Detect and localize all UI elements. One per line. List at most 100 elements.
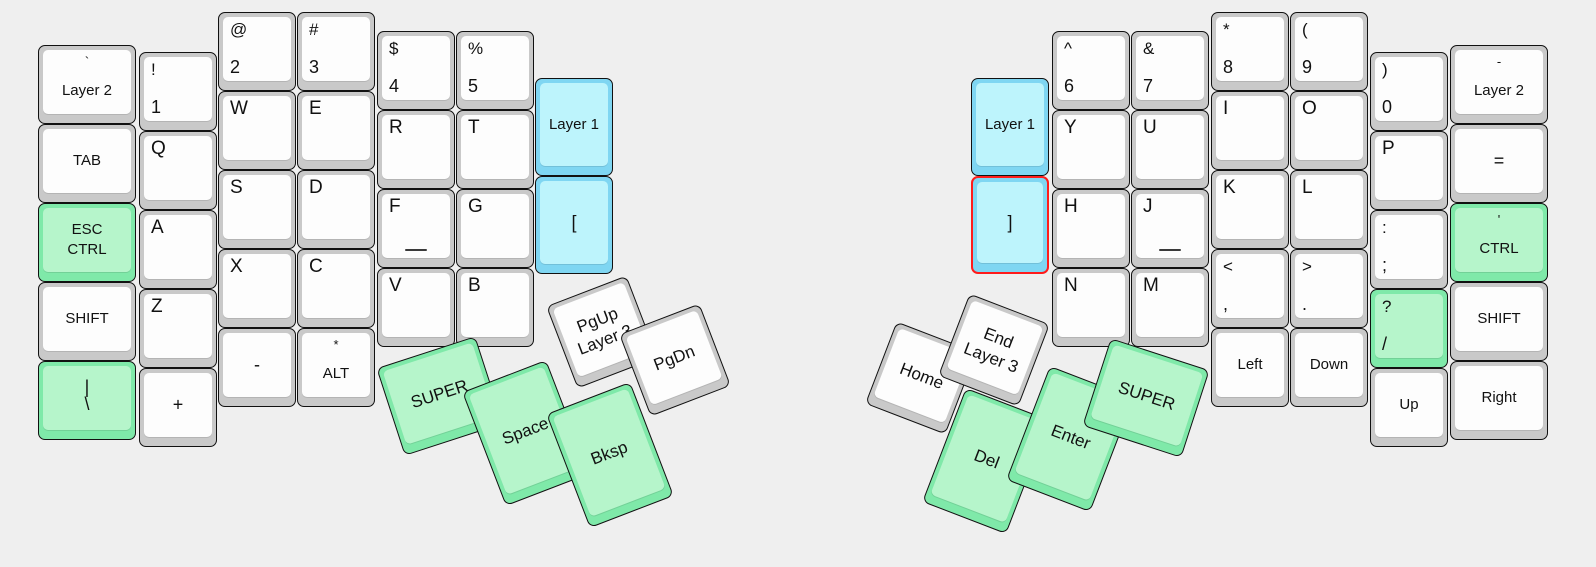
- key-o[interactable]: O: [1290, 91, 1368, 170]
- key-w[interactable]: W: [218, 91, 296, 170]
- key-plus[interactable]: +: [139, 368, 217, 447]
- key-a[interactable]: A: [139, 210, 217, 289]
- key-z[interactable]: Z: [139, 289, 217, 368]
- key-legend-shifted: `: [84, 54, 90, 69]
- key-p[interactable]: P: [1370, 131, 1448, 210]
- keycap-surface: -Layer 2: [1455, 50, 1543, 114]
- key-shift-left[interactable]: SHIFT: [38, 282, 136, 361]
- key-layer1-right[interactable]: Layer 1: [971, 78, 1049, 176]
- keycap-surface: Up: [1375, 373, 1443, 437]
- key-h[interactable]: H: [1052, 189, 1130, 268]
- key-b[interactable]: B: [456, 268, 534, 347]
- key-right-arrow[interactable]: Right: [1450, 361, 1548, 440]
- keycap-surface: T: [461, 115, 529, 179]
- key-quote-ctrl[interactable]: 'CTRL: [1450, 203, 1548, 282]
- key-down-arrow[interactable]: Down: [1290, 328, 1368, 407]
- key-s[interactable]: S: [218, 170, 296, 249]
- key-comma-lt[interactable]: <,: [1211, 249, 1289, 328]
- key-c[interactable]: C: [297, 249, 375, 328]
- key-legend-main: Y: [1064, 117, 1077, 138]
- key-0-rparen[interactable]: )0: [1370, 52, 1448, 131]
- key-up-arrow[interactable]: Up: [1370, 368, 1448, 447]
- key-l[interactable]: L: [1290, 170, 1368, 249]
- key-1-exclaim[interactable]: !1: [139, 52, 217, 131]
- key-legend-shifted: *: [333, 337, 339, 352]
- key-layer2-minus[interactable]: -Layer 2: [1450, 45, 1548, 124]
- keycap-surface: X: [223, 254, 291, 318]
- key-u[interactable]: U: [1131, 110, 1209, 189]
- key-n[interactable]: N: [1052, 268, 1130, 347]
- key-legend-main: 9: [1302, 57, 1313, 78]
- key-legend-main: E: [309, 98, 322, 119]
- key-tab[interactable]: TAB: [38, 124, 136, 203]
- key-y[interactable]: Y: [1052, 110, 1130, 189]
- key-equals[interactable]: =: [1450, 124, 1548, 203]
- keycap-surface: R: [382, 115, 450, 179]
- key-d[interactable]: D: [297, 170, 375, 249]
- key-legend-main: Q: [151, 138, 166, 159]
- key-pipe-backslash[interactable]: |\: [38, 361, 136, 440]
- key-legend-shifted: (: [1302, 20, 1308, 39]
- key-period-gt[interactable]: >.: [1290, 249, 1368, 328]
- key-semicolon-colon[interactable]: :;: [1370, 210, 1448, 289]
- key-legend-main: SHIFT: [65, 310, 109, 328]
- key-legend-main: F: [389, 196, 401, 217]
- key-8-asterisk[interactable]: *8: [1211, 12, 1289, 91]
- key-legend-main: U: [1143, 117, 1157, 138]
- key-left-arrow[interactable]: Left: [1211, 328, 1289, 407]
- key-legend-main: 8: [1223, 57, 1234, 78]
- key-7-amp[interactable]: &7: [1131, 31, 1209, 110]
- key-alt[interactable]: *ALT: [297, 328, 375, 407]
- key-legend-shifted: -: [1496, 54, 1502, 69]
- keycap-surface: Left: [1216, 333, 1284, 397]
- homing-bar-indicator: [405, 249, 427, 251]
- keycap-surface: *ALT: [302, 333, 370, 397]
- key-x[interactable]: X: [218, 249, 296, 328]
- keycap-surface: `Layer 2: [43, 50, 131, 114]
- key-3-hash[interactable]: #3: [297, 12, 375, 91]
- key-e[interactable]: E: [297, 91, 375, 170]
- key-6-caret[interactable]: ^6: [1052, 31, 1130, 110]
- key-legend-main: 5: [468, 76, 479, 97]
- keycap-surface: C: [302, 254, 370, 318]
- key-t[interactable]: T: [456, 110, 534, 189]
- key-layer2-grave[interactable]: `Layer 2: [38, 45, 136, 124]
- key-g[interactable]: G: [456, 189, 534, 268]
- key-legend-main: D: [309, 177, 323, 198]
- key-slash-question[interactable]: ?/: [1370, 289, 1448, 368]
- key-m[interactable]: M: [1131, 268, 1209, 347]
- keycap-surface: -: [223, 333, 291, 397]
- key-legend-main: A: [151, 217, 164, 238]
- key-legend-main: T: [468, 117, 480, 138]
- key-legend-main: [: [571, 212, 577, 233]
- key-f[interactable]: F: [377, 189, 455, 268]
- key-legend-main: C: [309, 256, 323, 277]
- key-v[interactable]: V: [377, 268, 455, 347]
- key-minus-left[interactable]: -: [218, 328, 296, 407]
- key-i[interactable]: I: [1211, 91, 1289, 170]
- homing-bar-indicator: [1159, 249, 1181, 251]
- keycap-surface: W: [223, 96, 291, 160]
- key-r[interactable]: R: [377, 110, 455, 189]
- key-bracket-left[interactable]: [: [535, 176, 613, 274]
- key-k[interactable]: K: [1211, 170, 1289, 249]
- key-j[interactable]: J: [1131, 189, 1209, 268]
- keycap-surface: Right: [1455, 366, 1543, 430]
- keycap-surface: Layer 1: [540, 83, 608, 166]
- key-bracket-right[interactable]: ]: [971, 176, 1049, 274]
- key-legend-main: I: [1223, 98, 1229, 119]
- key-2-at[interactable]: @2: [218, 12, 296, 91]
- key-layer1-left[interactable]: Layer 1: [535, 78, 613, 176]
- key-q[interactable]: Q: [139, 131, 217, 210]
- key-legend-shifted: ): [1382, 60, 1388, 79]
- key-5-percent[interactable]: %5: [456, 31, 534, 110]
- key-shift-right[interactable]: SHIFT: [1450, 282, 1548, 361]
- key-legend-main: R: [389, 117, 403, 138]
- key-legend-shifted: &: [1143, 39, 1155, 58]
- key-4-dollar[interactable]: $4: [377, 31, 455, 110]
- key-9-lparen[interactable]: (9: [1290, 12, 1368, 91]
